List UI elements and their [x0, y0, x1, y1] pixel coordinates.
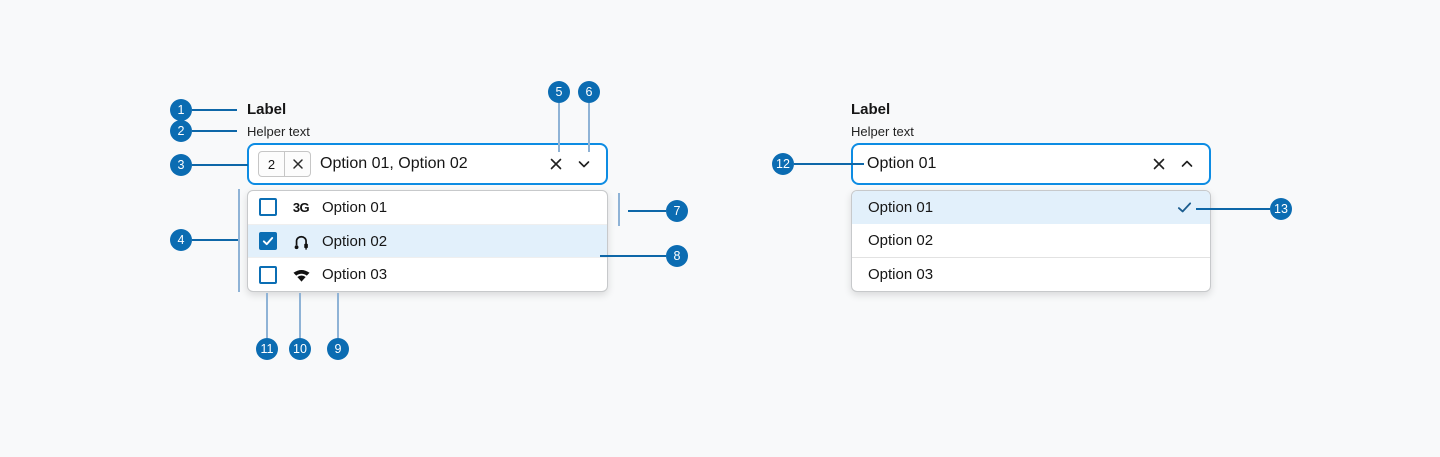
callout-7: 7 — [666, 200, 688, 222]
helper-text: Helper text — [851, 124, 914, 139]
callout-13: 13 — [1270, 198, 1292, 220]
chevron-up-icon[interactable] — [1173, 150, 1201, 178]
callout-line-11 — [266, 293, 268, 338]
option-label: Option 01 — [868, 199, 934, 216]
3g-icon: 3G — [292, 199, 310, 215]
wifi-icon — [290, 266, 312, 283]
callout-12: 12 — [772, 153, 794, 175]
selected-check-icon — [1176, 199, 1193, 216]
checkbox-unchecked[interactable] — [259, 198, 277, 217]
callout-line-13 — [1196, 208, 1270, 210]
checkbox-checked[interactable] — [259, 232, 277, 250]
option-label: Option 03 — [868, 266, 934, 283]
input-value: Option 01, Option 02 — [320, 155, 468, 172]
callout-3: 3 — [170, 154, 192, 176]
callout-line-9 — [337, 293, 339, 338]
callout-line-3 — [192, 164, 248, 166]
option-label: Option 02 — [868, 232, 934, 249]
usb-cable-icon — [290, 232, 312, 251]
multiselect-menu: 3G Option 01 Option 02 — [247, 190, 608, 292]
callout-6: 6 — [578, 81, 600, 103]
input-value: Option 01 — [867, 155, 937, 172]
callout-10: 10 — [289, 338, 311, 360]
select-input[interactable]: Option 01 — [851, 143, 1211, 185]
menu-option-1[interactable]: 3G Option 01 — [248, 191, 607, 225]
menu-option-3[interactable]: Option 03 — [852, 258, 1210, 291]
helper-text: Helper text — [247, 124, 310, 139]
callout-4: 4 — [170, 229, 192, 251]
callout-line-2 — [192, 130, 237, 132]
callout-2: 2 — [170, 120, 192, 142]
callout-line-1 — [192, 109, 237, 111]
multiselect-input[interactable]: 2 Option 01, Option 02 — [247, 143, 608, 185]
menu-option-2[interactable]: Option 02 — [248, 224, 607, 259]
callout-8: 8 — [666, 245, 688, 267]
menu-option-2[interactable]: Option 02 — [852, 224, 1210, 258]
tag-clear-icon[interactable] — [285, 152, 310, 176]
option-label: Option 01 — [322, 198, 388, 216]
chevron-down-icon[interactable] — [570, 150, 598, 178]
callout-11: 11 — [256, 338, 278, 360]
clear-icon[interactable] — [542, 150, 570, 178]
callout-line-5 — [558, 103, 560, 152]
callout-1: 1 — [170, 99, 192, 121]
callout-5: 5 — [548, 81, 570, 103]
callout-line-10 — [299, 293, 301, 338]
callout-line-6 — [588, 103, 590, 152]
callout-bracket-7 — [618, 193, 620, 226]
tag-count: 2 — [267, 156, 276, 172]
field-label: Label — [851, 101, 891, 118]
callout-bracket-4 — [238, 189, 240, 292]
callout-line-8 — [600, 255, 666, 257]
callout-line-12 — [794, 163, 864, 165]
select-menu: Option 01 Option 02 Option 03 — [851, 190, 1211, 292]
clear-icon[interactable] — [1145, 150, 1173, 178]
selected-count-tag[interactable]: 2 — [258, 151, 311, 177]
option-label: Option 02 — [322, 232, 388, 250]
checkbox-unchecked[interactable] — [259, 265, 277, 284]
option-label: Option 03 — [322, 266, 388, 284]
callout-line-4 — [192, 239, 239, 241]
tag-divider — [284, 152, 285, 176]
menu-option-1[interactable]: Option 01 — [852, 191, 1210, 224]
menu-option-3[interactable]: Option 03 — [248, 258, 607, 291]
field-label: Label — [247, 101, 287, 118]
callout-line-7 — [628, 210, 666, 212]
callout-9: 9 — [327, 338, 349, 360]
